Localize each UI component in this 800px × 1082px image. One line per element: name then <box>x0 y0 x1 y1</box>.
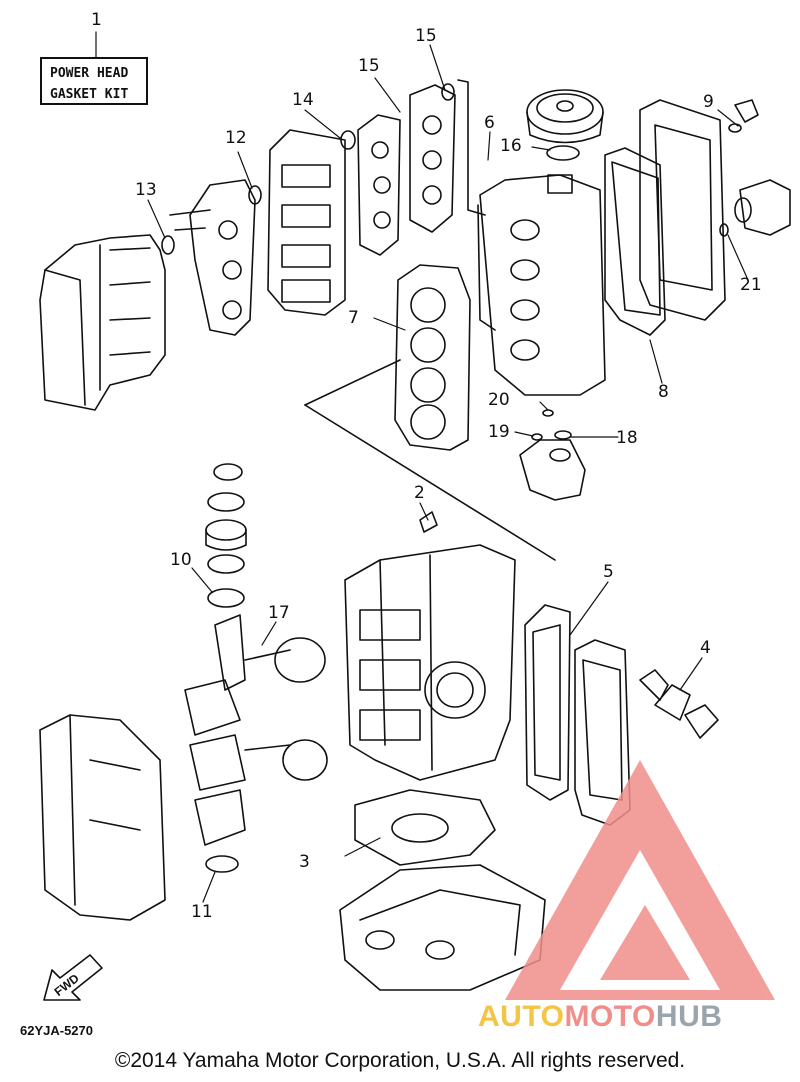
reed-valve-plate <box>409 79 486 233</box>
callout-6: 6 <box>484 113 495 133</box>
lower-casing <box>39 714 166 921</box>
callout-15b: 15 <box>415 26 437 46</box>
watermark-part2: MOTO <box>564 1000 656 1033</box>
callout-17: 17 <box>268 603 290 623</box>
carburetor-assembly <box>267 129 356 316</box>
intake-plate <box>169 179 262 336</box>
cylinder-head <box>477 174 606 396</box>
cylinder-head-gasket <box>304 264 556 561</box>
intake-silencer <box>39 234 175 411</box>
kit-title-line1: POWER HEAD <box>50 66 129 81</box>
callout-19: 19 <box>488 422 510 442</box>
watermark-text: AUTOMOTOHUB <box>478 1000 722 1034</box>
callout-4: 4 <box>700 638 711 658</box>
callout-13: 13 <box>135 180 157 200</box>
callout-10: 10 <box>170 550 192 570</box>
callout-5: 5 <box>603 562 614 582</box>
lower-plate <box>339 864 546 991</box>
cylinder-head-cover-gasket <box>604 147 666 336</box>
crankshaft <box>184 614 328 846</box>
oil-pump <box>519 409 586 501</box>
diagram-part-code: 62YJA-5270 <box>20 1023 93 1038</box>
thermostat-housing <box>719 179 791 237</box>
timing-gear <box>526 89 604 161</box>
callout-3: 3 <box>299 852 310 872</box>
callout-16: 16 <box>500 136 522 156</box>
gasket-kit-label-box: POWER HEAD GASKET KIT <box>40 57 148 105</box>
fwd-arrow-icon <box>43 954 103 1001</box>
bearing-stack <box>205 463 247 873</box>
kit-title-line2: GASKET KIT <box>50 87 129 102</box>
callout-11: 11 <box>191 902 213 922</box>
exhaust-cover-gasket <box>524 604 571 801</box>
leader-lines <box>95 31 749 903</box>
copyright-notice: ©2014 Yamaha Motor Corporation, U.S.A. A… <box>114 1049 686 1072</box>
callout-1: 1 <box>91 10 102 30</box>
anode-cover <box>639 669 719 739</box>
callout-18: 18 <box>616 428 638 448</box>
callout-8: 8 <box>658 382 669 402</box>
callout-12: 12 <box>225 128 247 148</box>
watermark-logo <box>505 760 775 1000</box>
callout-14: 14 <box>292 90 314 110</box>
callout-9: 9 <box>703 92 714 112</box>
watermark-part1: AUTO <box>478 1000 565 1033</box>
callout-21: 21 <box>740 275 762 295</box>
oil-pan-gasket <box>354 789 496 866</box>
callout-15a: 15 <box>358 56 380 76</box>
watermark-part3: HUB <box>655 1000 723 1033</box>
reed-valve-gasket <box>357 114 401 256</box>
callout-2: 2 <box>414 483 425 503</box>
callout-20: 20 <box>488 390 510 410</box>
callout-7: 7 <box>348 308 359 328</box>
crankcase-block <box>344 511 516 781</box>
